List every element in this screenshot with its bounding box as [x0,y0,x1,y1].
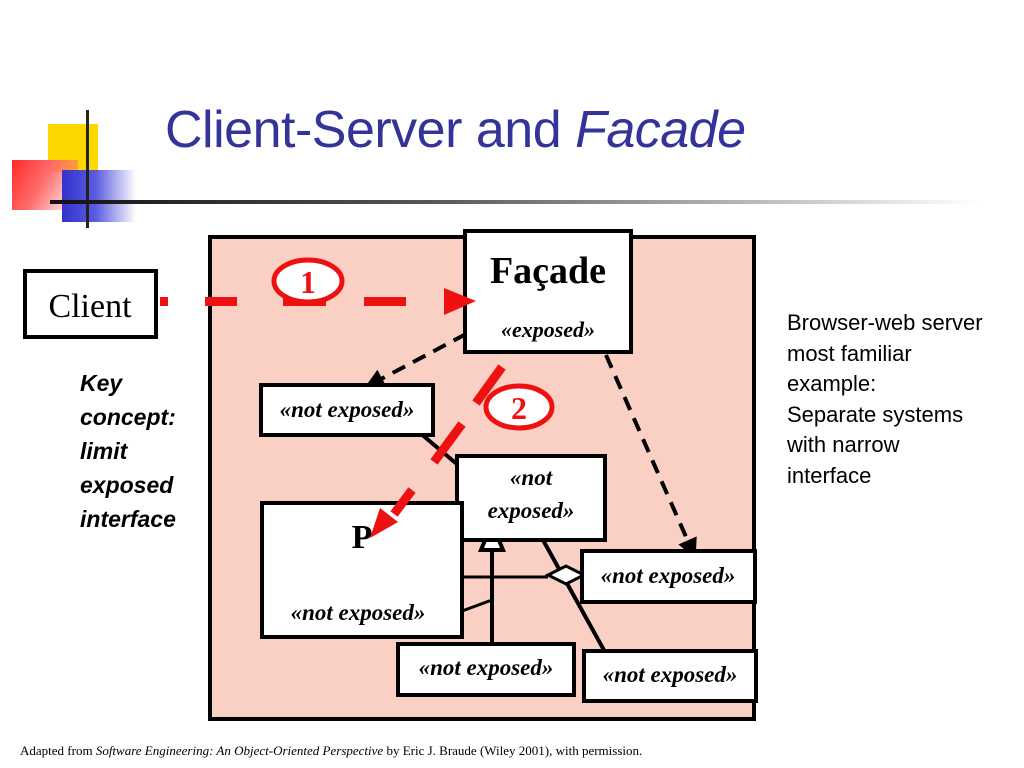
box-middle-label-line1: «not [510,465,553,490]
side-note-line: Separate systems [787,401,964,427]
slide-title-italic: Facade [575,101,746,159]
footer-suffix: by Eric J. Braude (Wiley 2001), with per… [383,743,643,758]
package-p-stereotype: «not exposed» [291,600,426,625]
side-note-line: Browser-web server [787,310,983,335]
marker-1-label: 1 [300,264,316,300]
not-exposed-box-bottom-right [582,649,758,703]
marker-2-circle [483,383,555,431]
red-call-arrow-2 [390,364,506,517]
side-note-line: most familiar [787,340,912,366]
decor-blue-square [62,170,136,222]
marker-1-circle [271,257,345,305]
not-exposed-box-middle [455,454,607,542]
association-line [541,539,607,653]
box-bottom-center-label: «not exposed» [419,655,554,680]
not-exposed-box-bottom-center [396,642,576,697]
marker-2-label: 2 [511,390,527,426]
box-top-left-label: «not exposed» [280,397,415,422]
decor-vertical-line [86,110,89,228]
package-p-box [260,501,464,639]
side-note-line: interface [787,462,872,488]
facade-stereotype: «exposed» [501,317,595,342]
footer-book-title: Software Engineering: An Object-Oriented… [95,743,384,758]
client-label: Client [48,288,132,325]
dependency-arrow [604,354,697,559]
not-exposed-box-right-middle [580,549,757,604]
client-box [23,269,158,339]
box-right-middle-label: «not exposed» [601,563,736,588]
dependency-arrow [364,332,467,388]
footer-prefix: Adapted from [20,743,96,758]
inheritance-line [461,598,493,613]
not-exposed-box-top-left [259,383,435,437]
box-bottom-right-label: «not exposed» [603,662,738,687]
red-arrowhead-2 [370,508,398,538]
side-note-line: example: [787,371,877,396]
facade-title: Façade [490,250,606,292]
side-note-line: with narrow [787,432,900,457]
slide-title: Client-Server and Facade [165,100,746,160]
box-middle-label-line2: exposed» [488,498,575,523]
title-underline [50,200,980,204]
side-note: Browser-web server most familiar example… [787,308,1022,491]
key-concept-note: Key concept: limit exposed interface [80,370,176,532]
slide-title-plain: Client-Server and [165,101,576,159]
attribution-footer: Adapted from Software Engineering: An Ob… [20,743,642,759]
facade-box [463,229,633,354]
package-p-title: P [352,519,373,556]
